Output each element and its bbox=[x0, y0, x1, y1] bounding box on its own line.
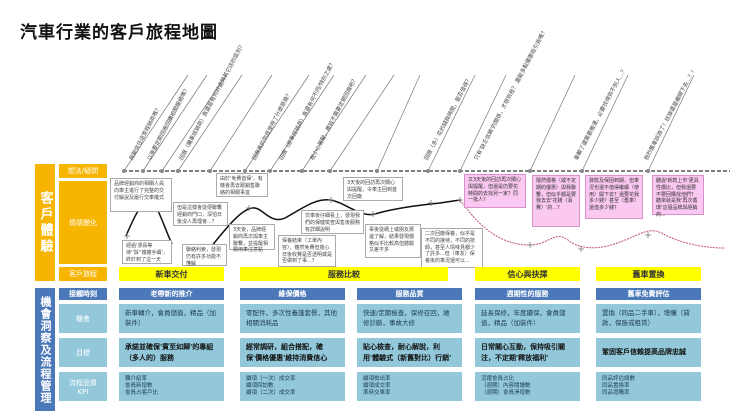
opportunity-cell: 新車轉介，會員儲值，精品（加裝件） bbox=[119, 304, 224, 333]
kpi-cell: 續項檢出率 續項成交率 準時交車率 bbox=[357, 372, 462, 401]
kpi-item: 續項成交率 bbox=[363, 382, 391, 389]
emotion-bubble-pink: 貸款及保固到期，但車況也還不值得繼續（使用）開下去？還要花我多少錢？甚至（舊車）… bbox=[585, 175, 643, 219]
kpi-item: （週期）內容閱讀數 bbox=[481, 382, 531, 389]
kpi-item: 同品評估總數 bbox=[602, 375, 636, 382]
opportunity-cell: 延長保修，年度續保，會員儲值，精品（加裝件） bbox=[475, 304, 580, 333]
touchpoint-header: 舊車免費評估 bbox=[596, 288, 701, 300]
kpi-item: 續項（二次）成交率 bbox=[246, 390, 296, 397]
row-label-goal: 目標 bbox=[59, 338, 107, 367]
kpi-item: 續項回訪數 bbox=[246, 382, 274, 389]
kpi-item: 會員占客戶比 bbox=[125, 390, 159, 397]
touchpoint-header: 老帶新的推介 bbox=[119, 288, 224, 300]
emotion-bubble: 交車後仔細看上，發現我們的保健檢查與售後服務有詳細說明 bbox=[301, 210, 364, 234]
kpi-cell: 續項（一次）成交率 續項回訪數 續項（二次）成交率 bbox=[240, 372, 345, 401]
goal-cell: 日常關心互動，保持吸引關注，不定期'釋放福利' bbox=[475, 338, 580, 367]
emotion-bubble-pink: 聽說'新款上市'更具性價比，但我還要不要回購找他們？聽來就是我'再次循環'這個品… bbox=[652, 175, 704, 218]
page-title: 汽車行業的客戶旅程地圖 bbox=[20, 23, 218, 43]
emotion-bubble: 3天後的回訪再次關心與提醒，令車主回到首次回廠 bbox=[343, 177, 403, 201]
kpi-cell: 同品評估總數 同品置換率 同品增購率 bbox=[596, 372, 701, 401]
section-customer-experience: 客戶體驗 bbox=[35, 164, 55, 281]
kpi-cell: 轉介紹率 會員新增數 會員占客戶比 bbox=[119, 372, 224, 401]
emotion-bubble: 由於'免費首保'，有機會再去跟銷售聯絡的相關事宜 bbox=[216, 173, 268, 197]
goal-cell: 貼心檢查，耐心解說，利用'體驗式（新舊對比）行銷' bbox=[357, 338, 462, 367]
touchpoint-header: 週期性的服務 bbox=[475, 288, 580, 300]
emotion-bubble: 品牌經銷商的相關人員向車主進行了完整的交付解說及履行交車儀式 bbox=[110, 178, 172, 212]
emotion-bubble: 二次回廠保養，似乎是不同的接待，不同的技師，甚至人情味見都少了許多...但（車友… bbox=[421, 228, 483, 268]
emotion-bubble: 事後從網上或朋友那邊了解，結果發現價格似乎比較高但體驗又差不多 bbox=[365, 224, 421, 258]
row-label-journey: 客戶旅程 bbox=[59, 267, 107, 281]
kpi-item: 續項檢出率 bbox=[363, 375, 391, 382]
emotion-bubble-pink: 又3天後的回訪再次關心與提醒，但還是仍要花時間的去找另一家？同一批人？ bbox=[464, 174, 526, 208]
journey-stage: 服務比較 bbox=[240, 267, 448, 281]
goal-cell: 承諾並確保'賓至如歸'的專組（多人的）服務 bbox=[119, 338, 224, 367]
goal-cell: 經常調研，組合搭配，確保'價格優惠'維持消費信心 bbox=[240, 338, 345, 367]
emotion-bubble: 經過'漫長等待''與''複雜手續'，終於到了這一天 bbox=[122, 240, 172, 264]
journey-stage: 新車交付 bbox=[119, 267, 224, 281]
emotion-bubble: 3天後，品牌經銷商再次與車主聯繫，並提醒相關用車注意點 bbox=[229, 224, 275, 253]
row-label-touchpoint: 接觸時刻 bbox=[59, 288, 107, 300]
row-label-kpi: 流程品質KPI bbox=[59, 372, 107, 401]
emotion-bubble-pink: 隨然價格（或不定期的優惠）與我聯繫，但似乎都是要我去去'花錢（消費）'的...？ bbox=[532, 175, 580, 227]
emotion-bubble: 聯絡利索，發現仍有許多功能不懂解 bbox=[182, 244, 227, 267]
kpi-cell: 活躍會員占比 （週期）內容閱讀數 （週期）會員淨增數 bbox=[475, 372, 580, 401]
kpi-item: 轉介紹率 bbox=[125, 375, 148, 382]
kpi-item: 會員新增數 bbox=[125, 382, 153, 389]
row-label-opportunity: 機會 bbox=[59, 304, 107, 333]
kpi-item: 續項（一次）成交率 bbox=[246, 375, 296, 382]
section-management: 機會洞察及流程管理 bbox=[35, 288, 55, 411]
touchpoint-header: 服務品質 bbox=[357, 288, 462, 300]
row-label-thoughts: 想法/疑問 bbox=[59, 164, 107, 178]
touchpoint-header: 維保價格 bbox=[240, 288, 345, 300]
kpi-item: 同品置換率 bbox=[602, 382, 630, 389]
opportunity-cell: 置換（同品二手車），增購（貸款，保險或租賃） bbox=[596, 304, 701, 333]
opportunity-cell: 零配件，多次性養護套餐，其他相關消耗品 bbox=[240, 304, 345, 333]
emotion-bubble: 保養結束（工單內容），雖然免費但擔心日後收費是否透明或是否做到了事...？ bbox=[278, 235, 336, 267]
emotion-bubble: 但是這樣會從便聯繫經銷商門口，深怕日後沒人再理會...？ bbox=[173, 202, 228, 226]
opportunity-cell: 快速/定期檢查，保修召回，維修診斷，事故大修 bbox=[357, 304, 462, 333]
row-label-emotion: 情感變化 bbox=[59, 181, 107, 264]
journey-stage: 信心與抉擇 bbox=[475, 267, 580, 281]
journey-stage: 舊車置換 bbox=[596, 267, 701, 281]
kpi-item: 同品增購率 bbox=[602, 390, 630, 397]
kpi-item: 準時交車率 bbox=[363, 390, 391, 397]
goal-cell: 鞏固客戶信賴提高品牌忠誠 bbox=[596, 338, 701, 367]
kpi-item: 活躍會員占比 bbox=[481, 375, 515, 382]
kpi-item: （週期）會員淨增數 bbox=[481, 390, 531, 397]
